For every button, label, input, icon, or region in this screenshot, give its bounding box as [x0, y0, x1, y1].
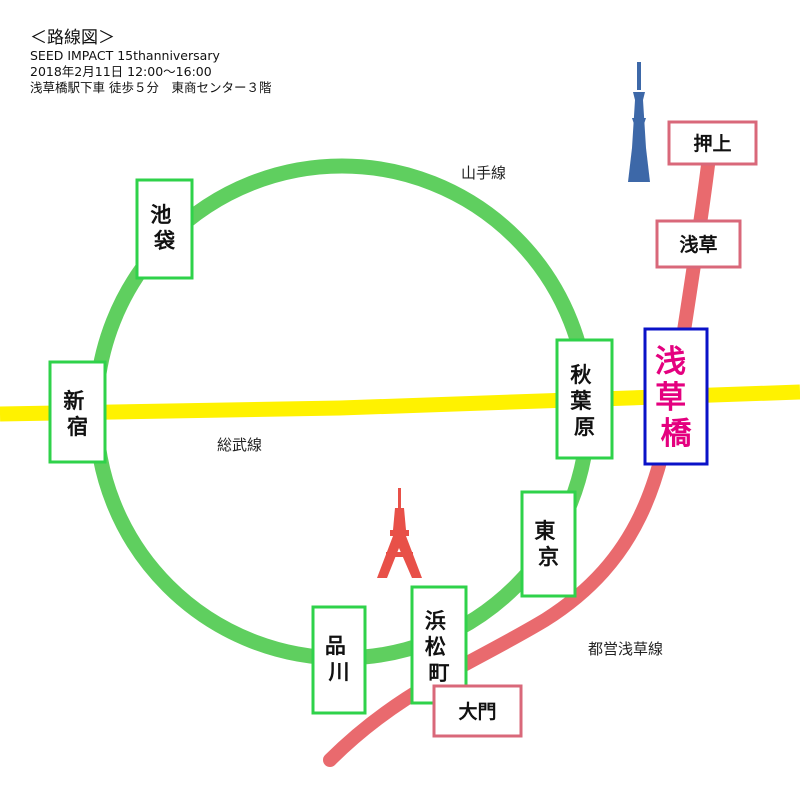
- event-name: SEED IMPACT 15thanniversary: [30, 48, 220, 63]
- map-header: ＜路線図＞ SEED IMPACT 15thanniversary 2018年2…: [30, 28, 271, 96]
- yamanote-line-label: 山手線: [461, 164, 506, 182]
- station-daimon[interactable]: 大門: [432, 684, 523, 738]
- station-shinjuku-label: 新 宿: [63, 389, 91, 439]
- station-oshiage[interactable]: 押上: [667, 120, 758, 166]
- station-shinjuku[interactable]: 新 宿: [48, 360, 107, 464]
- station-tokyo-label: 東 京: [534, 519, 562, 569]
- station-tokyo[interactable]: 東 京: [520, 490, 577, 598]
- station-asakusa-label: 浅草: [679, 233, 717, 256]
- map-title: ＜路線図＞: [30, 28, 115, 48]
- station-shinagawa[interactable]: 品 川: [311, 605, 367, 715]
- skytree-icon: [628, 62, 650, 182]
- station-asakusa[interactable]: 浅草: [655, 219, 742, 269]
- station-shinagawa-label: 品 川: [325, 634, 353, 684]
- asakusa-line-label: 都営浅草線: [588, 640, 663, 658]
- station-asakusabashi[interactable]: 浅 草 橋: [643, 327, 709, 466]
- event-datetime: 2018年2月11日 12:00〜16:00: [30, 64, 212, 79]
- station-akihabara-label: 秋 葉 原: [569, 363, 598, 439]
- station-daimon-label: 大門: [458, 700, 496, 723]
- station-hamamatsucho-label: 浜 松 町: [425, 609, 453, 685]
- sobu-line-label: 総武線: [217, 436, 262, 454]
- station-hamamatsucho[interactable]: 浜 松 町: [410, 585, 468, 705]
- tokyo-tower-icon: [377, 488, 422, 578]
- station-ikebukuro-label: 池 袋: [150, 203, 178, 253]
- station-ikebukuro[interactable]: 池 袋: [135, 178, 194, 280]
- station-akihabara[interactable]: 秋 葉 原: [555, 338, 614, 460]
- station-asakusabashi-label: 浅 草 橋: [655, 344, 697, 452]
- event-access: 浅草橋駅下車 徒歩５分 東商センター３階: [30, 80, 272, 95]
- station-oshiage-label: 押上: [693, 132, 731, 155]
